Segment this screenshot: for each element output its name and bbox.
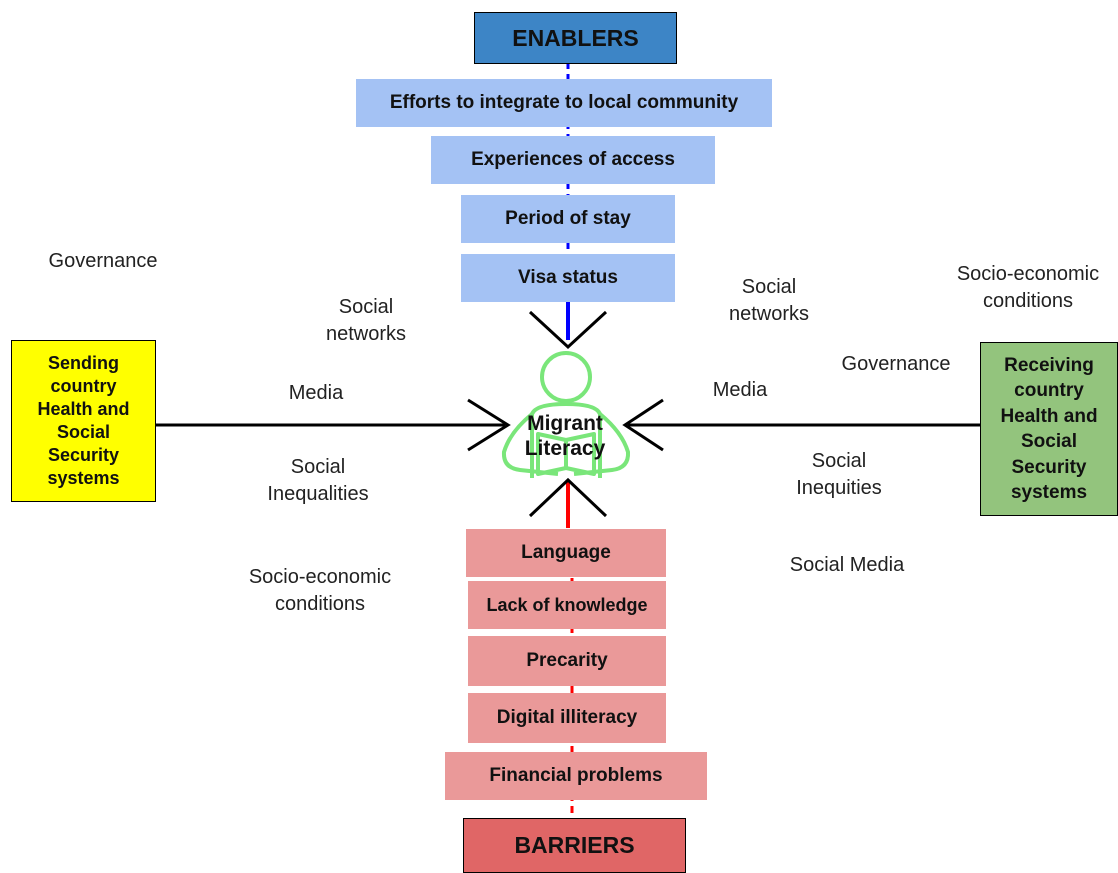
- receiving-arrow-head: [622, 398, 664, 452]
- enabler-item: Period of stay: [461, 195, 675, 243]
- sending-line: Security: [47, 445, 120, 465]
- label-line: Inequities: [796, 477, 882, 499]
- receiving-line: Security: [1011, 456, 1087, 478]
- label-line: Inequalities: [267, 483, 369, 505]
- receiving-line: Social: [1021, 431, 1077, 452]
- right-social-media-label: Social Media: [789, 554, 905, 576]
- barrier-item: Financial problems: [445, 752, 707, 800]
- label-line: Social: [290, 456, 346, 478]
- left-socio-economic-label: Socio-economic conditions: [232, 564, 408, 618]
- label-line: networks: [728, 303, 810, 325]
- person-reading-icon: [501, 351, 631, 478]
- sending-country-box: Sending country Health and Social Securi…: [11, 340, 156, 502]
- receiving-country-box: Receiving country Health and Social Secu…: [980, 342, 1118, 516]
- barriers-title: BARRIERS: [463, 818, 686, 873]
- enabler-item: Visa status: [461, 254, 675, 302]
- label-line: Socio-economic: [248, 566, 392, 588]
- left-media-label: Media: [288, 382, 344, 404]
- label-line: Social: [338, 296, 394, 318]
- left-social-inequalities-label: Social Inequalities: [250, 454, 386, 508]
- left-governance-label: Governance: [48, 250, 158, 272]
- enablers-title: ENABLERS: [474, 12, 677, 64]
- label-line: conditions: [274, 593, 366, 615]
- barrier-item: Precarity: [468, 636, 666, 686]
- label-line: Social: [811, 450, 867, 472]
- barriers-arrow-head: [528, 477, 608, 518]
- sending-line: systems: [47, 468, 120, 488]
- sending-line: Health and: [37, 399, 130, 419]
- label-line: networks: [325, 323, 407, 345]
- enablers-arrow-head: [528, 310, 608, 350]
- sending-line: Social: [56, 422, 111, 442]
- right-social-networks-label: Social networks: [705, 274, 833, 328]
- receiving-line: Receiving: [1004, 354, 1094, 376]
- receiving-line: systems: [1010, 482, 1088, 503]
- right-governance-label: Governance: [841, 353, 951, 375]
- sending-line: Sending: [48, 353, 119, 373]
- label-line: Social: [741, 276, 797, 298]
- enabler-item: Efforts to integrate to local community: [356, 79, 772, 127]
- center-label-line1: Migrant: [527, 412, 603, 435]
- sending-line: country: [50, 376, 117, 396]
- receiving-line: Health and: [1000, 405, 1098, 427]
- enabler-item: Experiences of access: [431, 136, 715, 184]
- left-social-networks-label: Social networks: [300, 294, 432, 348]
- label-line: Socio-economic: [956, 263, 1100, 285]
- receiving-line: country: [1014, 380, 1084, 401]
- sending-arrow-head: [467, 398, 511, 452]
- barrier-item: Lack of knowledge: [468, 581, 666, 629]
- center-label-line2: Literacy: [524, 437, 606, 460]
- center-label: Migrant Literacy: [500, 411, 630, 461]
- right-social-inequities-label: Social Inequities: [772, 448, 906, 502]
- barrier-item: Language: [466, 529, 666, 577]
- barrier-item: Digital illiteracy: [468, 693, 666, 743]
- label-line: conditions: [982, 290, 1074, 312]
- right-media-label: Media: [712, 379, 768, 401]
- right-socio-economic-label: Socio-economic conditions: [940, 261, 1116, 315]
